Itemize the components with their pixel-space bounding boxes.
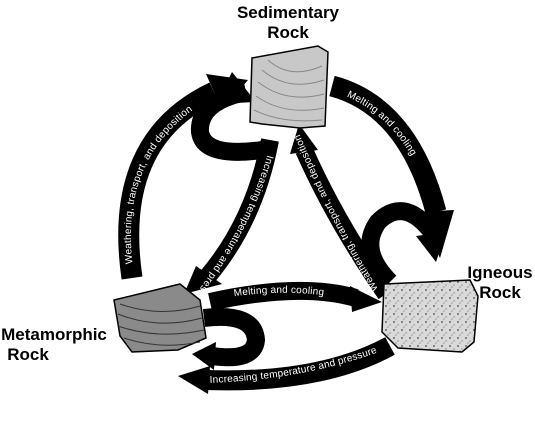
metamorphic-rock-sample: [113, 283, 207, 353]
arrow-sedimentary-to-metamorphic: [184, 138, 279, 294]
metamorphic-label-line1: Metamorphic: [1, 325, 107, 344]
sedimentary-label-line1: Sedimentary: [237, 3, 340, 22]
arrow-igneous-to-metamorphic: [178, 337, 395, 394]
loop-arrow-sedimentary: [190, 72, 264, 161]
loop-arrow-metamorphic: [192, 308, 266, 370]
arrow-metamorphic-to-igneous: [208, 281, 382, 312]
loop-arrow-igneous: [361, 202, 446, 289]
metamorphic-label-line2: Rock: [7, 345, 49, 364]
igneous-rock-sample: [381, 279, 479, 353]
igneous-label-line2: Rock: [479, 283, 521, 302]
arrow-label-ign-to-sed: Weathering, transport, and deposition: [292, 133, 381, 294]
sedimentary-label-line2: Rock: [267, 23, 309, 42]
arrow-label-met-to-ign: Melting and cooling: [233, 285, 325, 300]
sedimentary-rock-sample: [249, 45, 329, 129]
igneous-label-line1: Igneous: [467, 263, 532, 282]
